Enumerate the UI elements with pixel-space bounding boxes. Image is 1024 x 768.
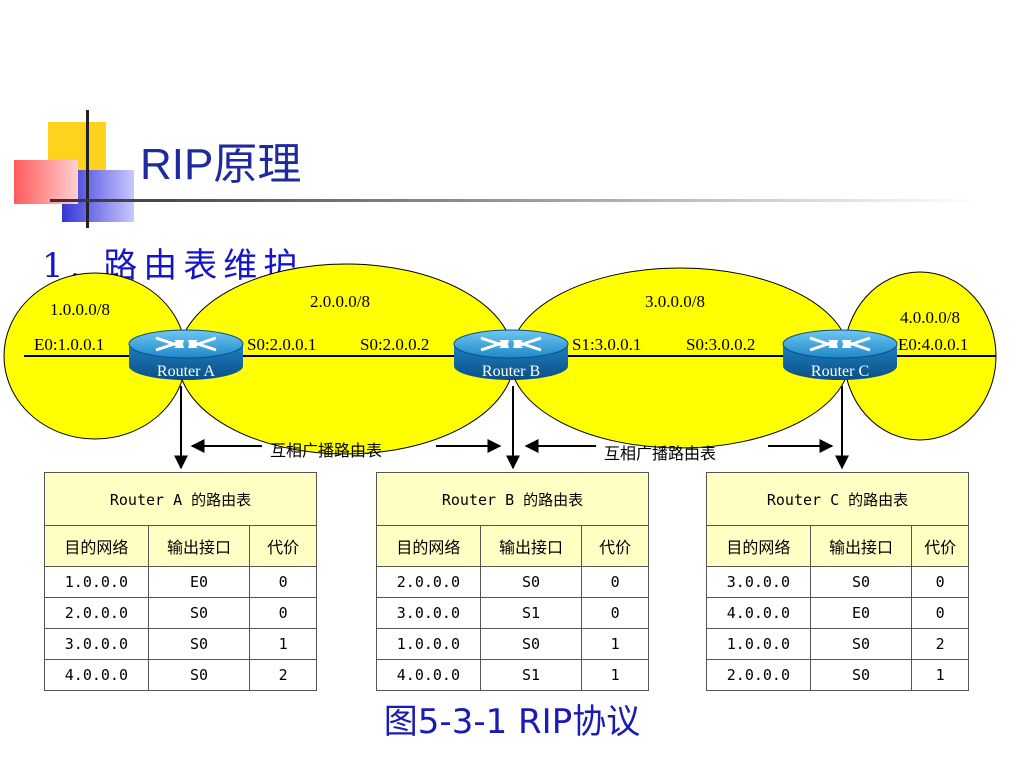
cell-cost: 0	[911, 597, 969, 629]
col-interface: 输出接口	[147, 525, 251, 567]
cell-cost: 1	[581, 628, 649, 660]
network-4-label: 4.0.0.0/8	[900, 308, 960, 327]
cell-interface: E0	[147, 566, 251, 598]
cell-cost: 0	[249, 597, 317, 629]
router-a-label: Router A	[157, 363, 216, 380]
figure-caption: 图5-3-1 RIP协议	[383, 702, 641, 742]
router-a-e0-interface: E0:1.0.0.1	[34, 335, 105, 354]
cell-destination: 1.0.0.0	[44, 566, 149, 598]
router-c-label: Router C	[811, 363, 869, 380]
col-interface: 输出接口	[809, 525, 913, 567]
cell-interface: S0	[147, 659, 251, 691]
router-b-label: Router B	[482, 363, 540, 380]
deco-vertical-bar	[86, 110, 89, 228]
cell-destination: 1.0.0.0	[706, 628, 811, 660]
deco-red-square	[14, 160, 78, 204]
router-c-e0-interface: E0:4.0.0.1	[898, 335, 969, 354]
cell-cost: 1	[249, 628, 317, 660]
cell-destination: 4.0.0.0	[376, 659, 481, 691]
router-b-s1-interface: S1:3.0.0.1	[572, 335, 642, 354]
cell-cost: 2	[911, 628, 969, 660]
router-c: Router C	[782, 329, 898, 380]
cell-cost: 0	[581, 597, 649, 629]
table-title: Router C 的路由表	[706, 472, 969, 526]
col-destination: 目的网络	[706, 525, 811, 567]
cell-destination: 3.0.0.0	[706, 566, 811, 598]
col-cost: 代价	[581, 525, 649, 567]
col-cost: 代价	[249, 525, 317, 567]
cell-interface: S0	[479, 628, 583, 660]
page-title: RIP原理	[140, 140, 302, 189]
cell-destination: 4.0.0.0	[706, 597, 811, 629]
cell-interface: S1	[479, 597, 583, 629]
table-title: Router A 的路由表	[44, 472, 317, 526]
cell-destination: 2.0.0.0	[706, 659, 811, 691]
cell-destination: 3.0.0.0	[376, 597, 481, 629]
title-underline	[50, 199, 980, 202]
router-b-s0-interface: S0:2.0.0.2	[360, 335, 430, 354]
cell-cost: 0	[249, 566, 317, 598]
col-destination: 目的网络	[44, 525, 149, 567]
router-c-s0-interface: S0:3.0.0.2	[686, 335, 756, 354]
cell-destination: 2.0.0.0	[376, 566, 481, 598]
network-3-label: 3.0.0.0/8	[645, 292, 705, 311]
network-1-label: 1.0.0.0/8	[50, 300, 110, 319]
cell-interface: S0	[147, 597, 251, 629]
router-a-s0-interface: S0:2.0.0.1	[247, 335, 317, 354]
cell-interface: S0	[809, 659, 913, 691]
network-2-label: 2.0.0.0/8	[310, 292, 370, 311]
cell-interface: S0	[809, 628, 913, 660]
cell-cost: 0	[581, 566, 649, 598]
router-b: Router B	[453, 329, 569, 380]
col-interface: 输出接口	[479, 525, 583, 567]
cell-destination: 1.0.0.0	[376, 628, 481, 660]
cell-interface: E0	[809, 597, 913, 629]
cell-interface: S0	[147, 628, 251, 660]
cell-cost: 0	[911, 566, 969, 598]
cell-destination: 4.0.0.0	[44, 659, 149, 691]
broadcast-label-ab: 互相广播路由表	[270, 441, 383, 460]
cell-interface: S1	[479, 659, 583, 691]
cell-destination: 3.0.0.0	[44, 628, 149, 660]
cell-interface: S0	[479, 566, 583, 598]
cell-cost: 2	[249, 659, 317, 691]
router-a: Router A	[128, 329, 244, 380]
cell-cost: 1	[581, 659, 649, 691]
broadcast-label-bc: 互相广播路由表	[604, 444, 717, 463]
table-title: Router B 的路由表	[376, 472, 649, 526]
cell-destination: 2.0.0.0	[44, 597, 149, 629]
cell-cost: 1	[911, 659, 969, 691]
cell-interface: S0	[809, 566, 913, 598]
col-destination: 目的网络	[376, 525, 481, 567]
col-cost: 代价	[911, 525, 969, 567]
